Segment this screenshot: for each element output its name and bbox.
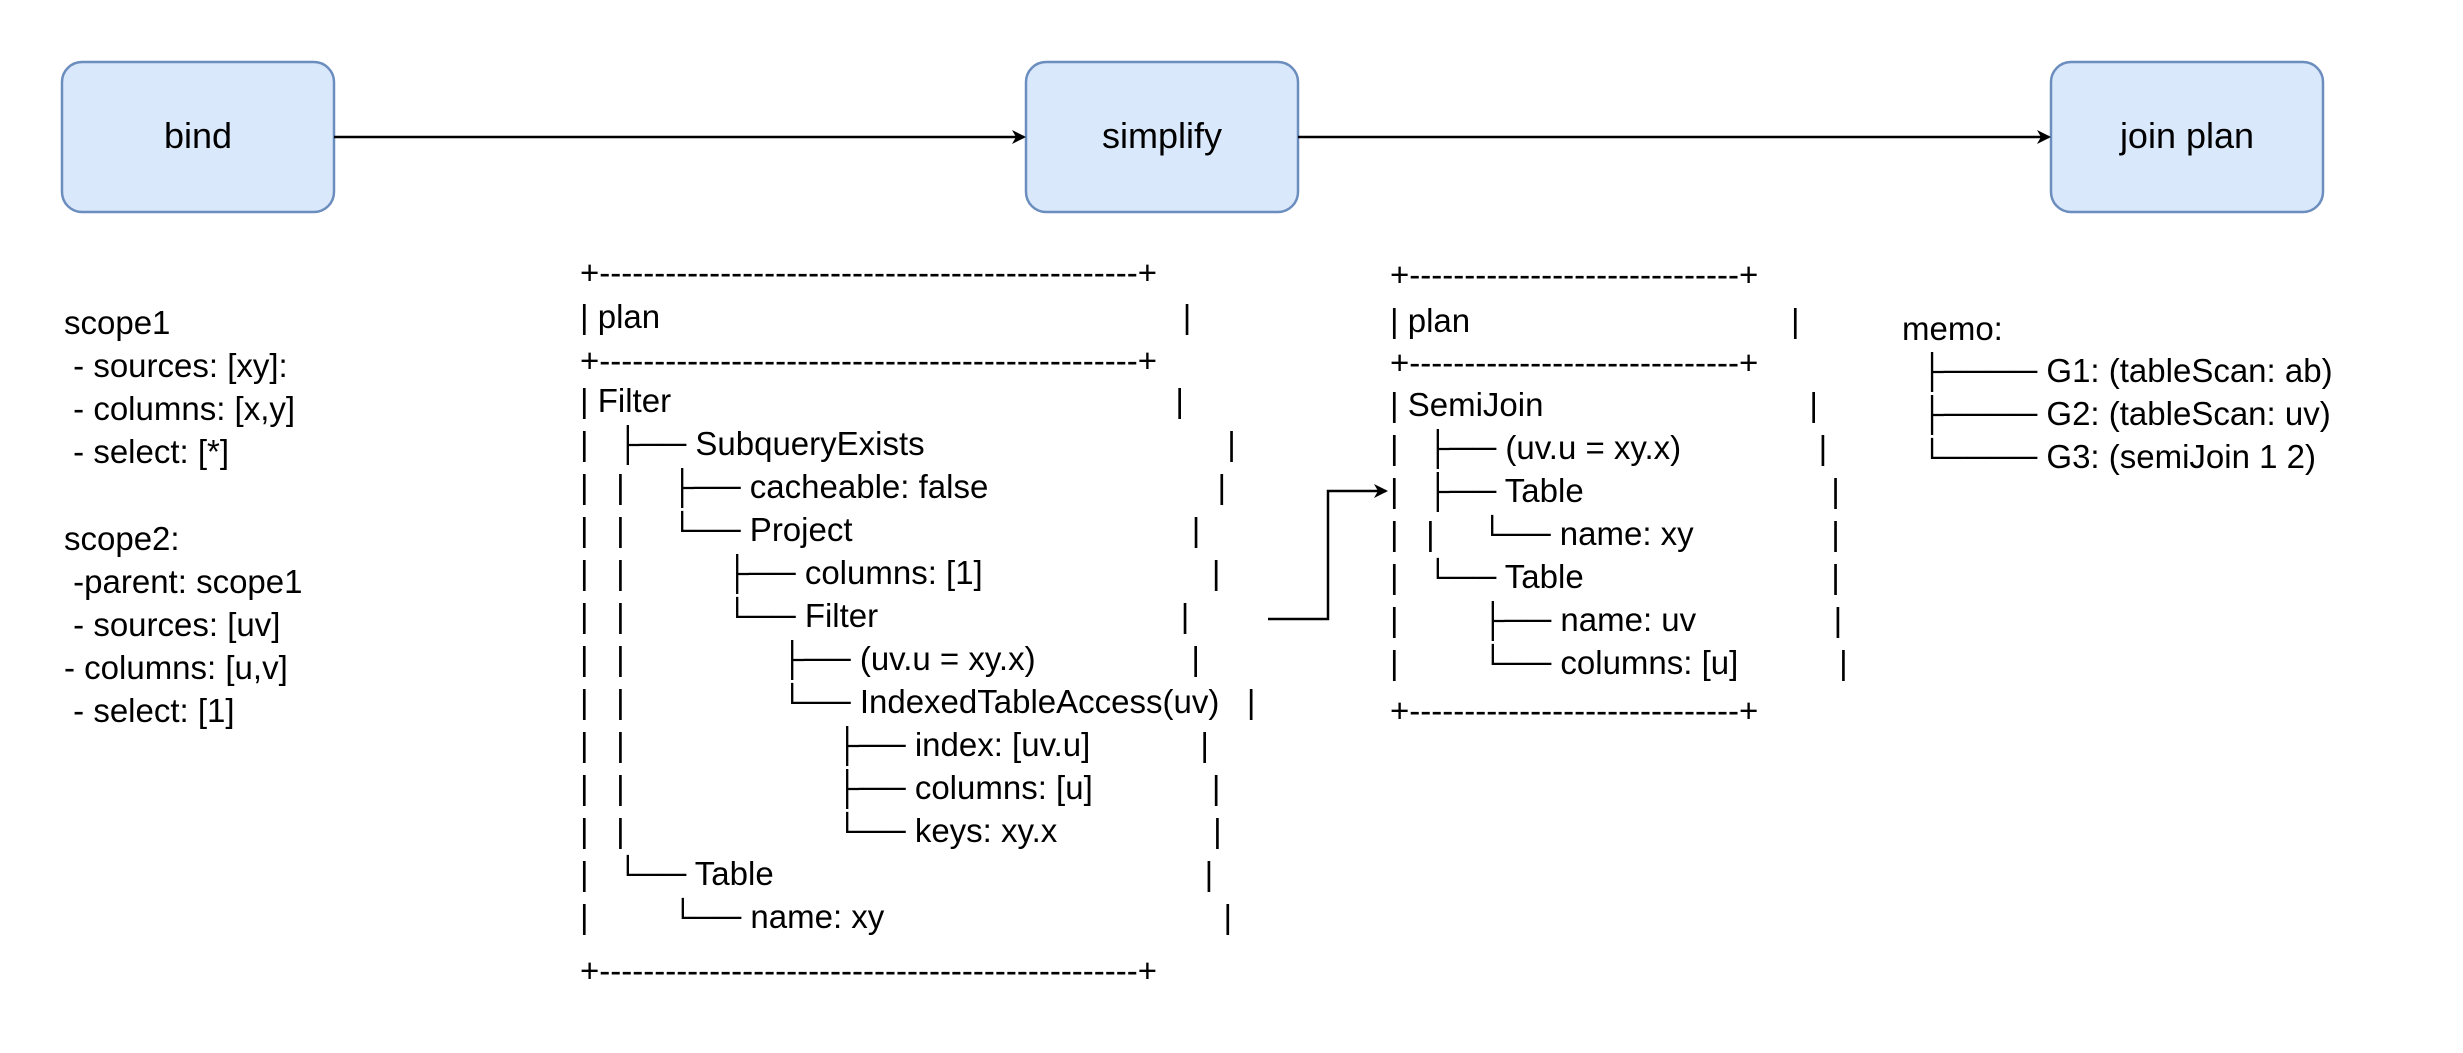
plan-line: | └── Table | [580,855,1214,892]
plan-border: +------------------------------+ [1390,692,1759,729]
scope-line: - columns: [u,v] [64,649,288,686]
plan-line: | └── columns: [u] | [1390,644,1848,681]
node-bind[interactable]: bind [60,60,336,214]
plan-line: | | ├── cacheable: false | [580,468,1227,505]
plan-line: | | ├── columns: [u] | [580,769,1221,806]
plan-line: | plan | [580,298,1192,335]
plan-border: +---------------------------------------… [580,254,1158,291]
scope-line: - sources: [uv] [64,606,281,643]
plan-border: +------------------------------+ [1390,256,1759,293]
plan-line: | ├── SubqueryExists | [580,425,1236,462]
scope-line: - columns: [x,y] [64,390,296,427]
memo-line: └──── G3: (semiJoin 1 2) [1902,438,2316,475]
plan-border: +---------------------------------------… [580,952,1158,989]
plan-line: | | └── Project | [580,511,1201,548]
node-join-plan-label: join plan [2119,115,2254,156]
plan-line: | ├── (uv.u = xy.x) | [1390,429,1828,466]
plan-line: | | └── name: xy | [1390,515,1840,552]
scope-line: - select: [1] [64,692,235,729]
plan-line: | | └── Filter | [580,597,1190,634]
plan-line: | └── name: xy | [580,898,1233,935]
edge-plan1-to-plan2 [1268,484,1388,621]
plan-border: +---------------------------------------… [580,342,1158,379]
scope-line: scope1 [64,304,171,341]
plan-border: +------------------------------+ [1390,344,1759,381]
node-join-plan[interactable]: join plan [2049,60,2325,214]
plan-line: | └── Table | [1390,558,1840,595]
memo-line: ├──── G2: (tableScan: uv) [1902,395,2331,432]
memo-line: ├──── G1: (tableScan: ab) [1902,352,2333,389]
plan-line: | SemiJoin | [1390,386,1818,423]
plan-line: | plan | [1390,302,1800,339]
scope-line: -parent: scope1 [64,563,303,600]
plan-line: | | ├── (uv.u = xy.x) | [580,640,1200,677]
scope-line: - sources: [xy]: [64,347,288,384]
plan-line: | ├── name: uv | [1390,601,1843,638]
plan-line: | ├── Table | [1390,472,1840,509]
plan-line: | Filter | [580,382,1184,419]
node-bind-label: bind [164,115,232,156]
plan-line: | | ├── columns: [1] | [580,554,1221,591]
node-simplify[interactable]: simplify [1024,60,1300,214]
scope-line: scope2: [64,520,180,557]
plan-line: | | └── IndexedTableAccess(uv) | [580,683,1256,720]
plan-line: | | ├── index: [uv.u] | [580,726,1209,763]
plan-line: | | └── keys: xy.x | [580,812,1222,849]
memo-line: memo: [1902,310,2003,347]
node-simplify-label: simplify [1102,115,1222,156]
scope-line: - select: [*] [64,433,230,470]
